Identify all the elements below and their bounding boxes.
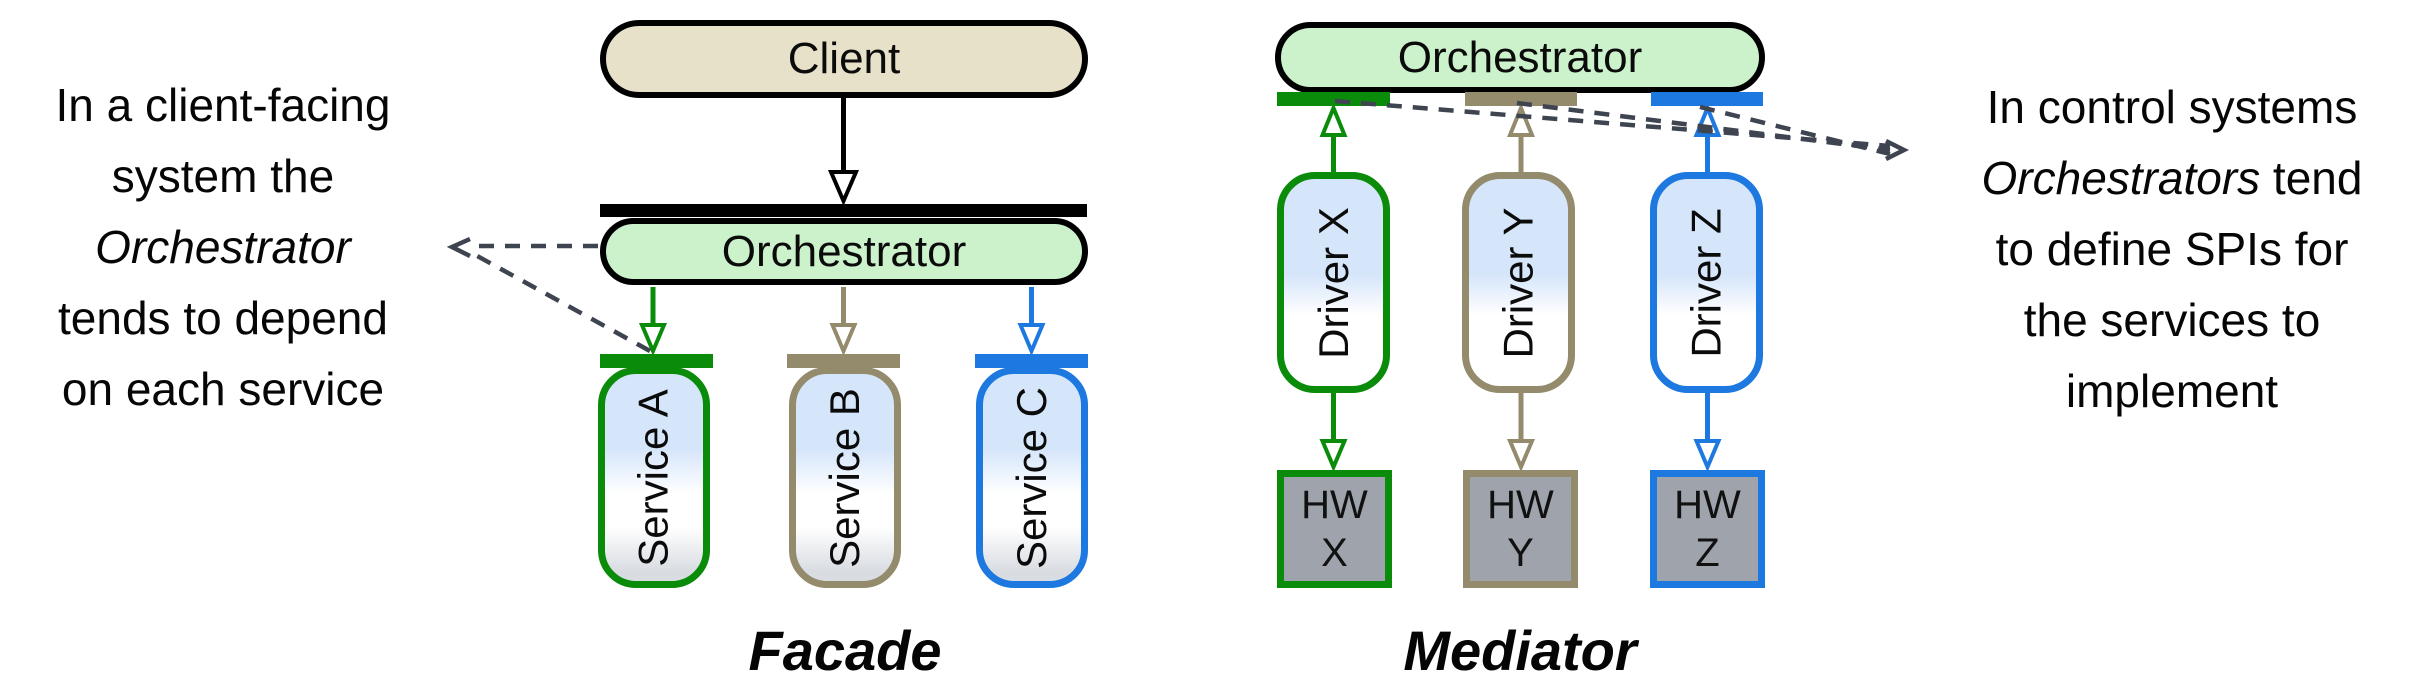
orchestrator-to-service-c-arrow [1017, 287, 1046, 357]
driver-x-to-spi-arrow [1319, 102, 1348, 172]
annotation-line: In a client-facing [55, 79, 391, 131]
driver-y-label: Driver Y [1494, 207, 1542, 358]
client-label: Client [787, 34, 901, 83]
annotation-line-italic: Orchestrator [95, 221, 351, 273]
facade-title: Facade [748, 619, 942, 682]
spi-y-bar [1465, 92, 1577, 106]
annotation-italic-word: Orchestrators [1981, 152, 2261, 204]
driver-y-to-spi-arrow [1507, 102, 1535, 172]
hw-y-node: HW Y [1463, 470, 1578, 588]
client-to-orchestrator-arrow [827, 98, 860, 207]
driver-x-node: Driver X [1277, 172, 1390, 393]
driver-y-to-hw-arrow [1506, 393, 1536, 473]
orchestrator-label: Orchestrator [721, 226, 967, 276]
facade-orchestrator-node: Orchestrator [600, 218, 1088, 285]
service-a-node: Service A [598, 367, 710, 588]
annotation-line: system the [111, 150, 335, 202]
driver-z-node: Driver Z [1650, 172, 1763, 393]
spi-z-bar [1651, 92, 1763, 106]
driver-y-node: Driver Y [1462, 172, 1575, 393]
client-node: Client [600, 20, 1088, 98]
annotation-line: implement [2065, 365, 2279, 417]
annotation-line: Orchestrators tend [1933, 143, 2411, 214]
facade-api-bar [600, 204, 1087, 217]
mediator-title: Mediator [1403, 619, 1637, 682]
driver-x-label: Driver X [1309, 206, 1357, 359]
service-b-spi-bar [787, 354, 900, 368]
mediator-annotation: In control systems Orchestrators tend to… [1933, 72, 2411, 427]
hw-z-line2: Z [1695, 531, 1720, 575]
service-c-label: Service C [1008, 386, 1055, 569]
orchestrator-to-service-b-arrow [829, 287, 858, 357]
hw-x-node: HW X [1277, 470, 1392, 588]
mediator-orchestrator-node: Orchestrator [1275, 22, 1765, 93]
service-c-spi-bar [975, 354, 1088, 368]
service-b-node: Service B [789, 367, 901, 588]
spi-x-bar [1277, 92, 1390, 106]
hw-z-node: HW Z [1650, 470, 1765, 588]
annotation-line: the services to [2023, 294, 2321, 346]
annotation-rest: tend [2260, 152, 2363, 204]
annotation-line: tends to depend [58, 292, 388, 344]
driver-z-label: Driver Z [1682, 207, 1730, 358]
service-a-spi-bar [600, 354, 713, 368]
driver-z-to-spi-arrow [1693, 102, 1722, 172]
hw-z-line1: HW [1674, 483, 1741, 527]
hw-x-line2: X [1321, 531, 1348, 575]
driver-x-to-hw-arrow [1319, 393, 1348, 473]
mediator-annotation-connector [1334, 98, 1910, 162]
annotation-line: to define SPIs for [1995, 223, 2349, 275]
annotation-line: In control systems [1986, 81, 2358, 133]
orchestrator-label: Orchestrator [1397, 32, 1643, 82]
hw-y-line1: HW [1487, 483, 1554, 527]
hw-x-line1: HW [1301, 483, 1368, 527]
facade-annotation: In a client-facing system the Orchestrat… [0, 70, 446, 425]
service-c-node: Service C [976, 367, 1088, 588]
driver-z-to-hw-arrow [1693, 393, 1722, 473]
orchestrator-to-service-a-arrow [638, 287, 668, 357]
service-a-label: Service A [630, 388, 678, 567]
annotation-line: on each service [61, 363, 385, 415]
service-b-label: Service B [821, 387, 869, 568]
hw-y-line2: Y [1507, 531, 1534, 575]
